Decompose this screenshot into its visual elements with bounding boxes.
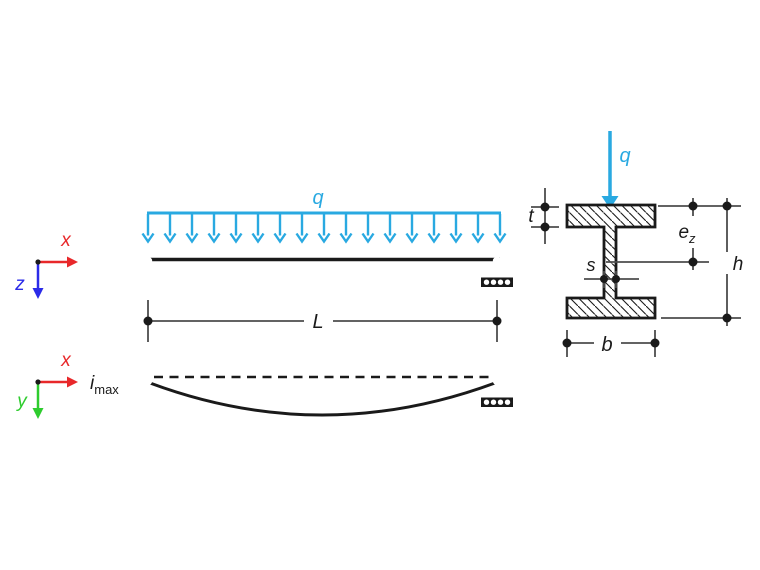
load-arrow-icon: [449, 212, 463, 243]
load-arrow-icon: [273, 212, 287, 243]
dim-dot: [688, 257, 698, 267]
load-arrow-icon: [427, 212, 441, 243]
span-dimension: L: [143, 300, 502, 342]
load-arrow-icon: [471, 212, 485, 243]
y-axis-label: y: [15, 391, 28, 412]
dim-dot: [688, 201, 698, 211]
x-axis-label: x: [60, 350, 72, 371]
web-thickness-label: s: [587, 255, 596, 275]
deflection-diagram: imax: [90, 362, 513, 417]
load-arrow-icon: [251, 212, 265, 243]
x-axis-label: x: [60, 230, 72, 251]
section-load-arrowhead-icon: [601, 196, 619, 209]
load-arrow-icon: [207, 212, 221, 243]
axes-xy: x y: [15, 350, 78, 419]
dim-dot: [492, 316, 502, 326]
dim-dot: [722, 201, 732, 211]
load-arrow-icon: [141, 212, 155, 243]
section-load-label: q: [619, 145, 630, 167]
dim-dot: [612, 275, 620, 283]
web-thickness-dimension: s: [584, 255, 639, 288]
width-label: b: [601, 334, 612, 356]
pin-support-icon: [131, 242, 165, 290]
flange-thickness-label: t: [528, 206, 534, 227]
eccentricity-label: ez: [678, 222, 696, 246]
load-arrow-icon: [493, 212, 507, 243]
height-dimension: h: [722, 198, 744, 326]
max-deflection-label: imax: [90, 373, 119, 397]
flange-thickness-dimension: t: [528, 188, 559, 244]
deflection-curve: [149, 381, 496, 417]
beam-load-label: q: [312, 187, 323, 209]
span-length-label: L: [312, 311, 323, 333]
y-axis-arrowhead-icon: [32, 408, 44, 419]
dim-dot: [540, 202, 550, 212]
dim-dot: [143, 316, 153, 326]
load-arrow-icon: [185, 212, 199, 243]
load-arrow-icon: [295, 212, 309, 243]
distributed-load: [141, 211, 507, 243]
load-arrow-icon: [405, 212, 419, 243]
load-arrow-icon: [317, 212, 331, 243]
load-arrow-icon: [339, 212, 353, 243]
height-label: h: [733, 254, 744, 275]
x-axis-arrowhead-icon: [67, 256, 78, 268]
load-arrow-icon: [163, 212, 177, 243]
dim-dot: [562, 338, 572, 348]
beam-system: [131, 242, 513, 297]
load-arrow-icon: [383, 212, 397, 243]
roller-support-icon: [481, 362, 513, 417]
width-dimension: b: [562, 330, 660, 357]
eccentricity-dimension: ez: [678, 198, 698, 270]
load-arrow-icon: [229, 212, 243, 243]
origin-dot: [35, 259, 41, 265]
origin-dot: [35, 379, 41, 385]
dim-dot: [722, 313, 732, 323]
z-axis-label: z: [14, 274, 25, 295]
x-axis-arrowhead-icon: [67, 376, 78, 388]
dim-dot: [540, 222, 550, 232]
roller-support-icon: [481, 242, 513, 297]
z-axis-arrowhead-icon: [32, 288, 44, 299]
axes-xz: x z: [14, 230, 78, 299]
load-arrow-icon: [361, 212, 375, 243]
cross-section: q t s b: [528, 131, 743, 357]
dim-dot: [600, 275, 608, 283]
dim-dot: [650, 338, 660, 348]
